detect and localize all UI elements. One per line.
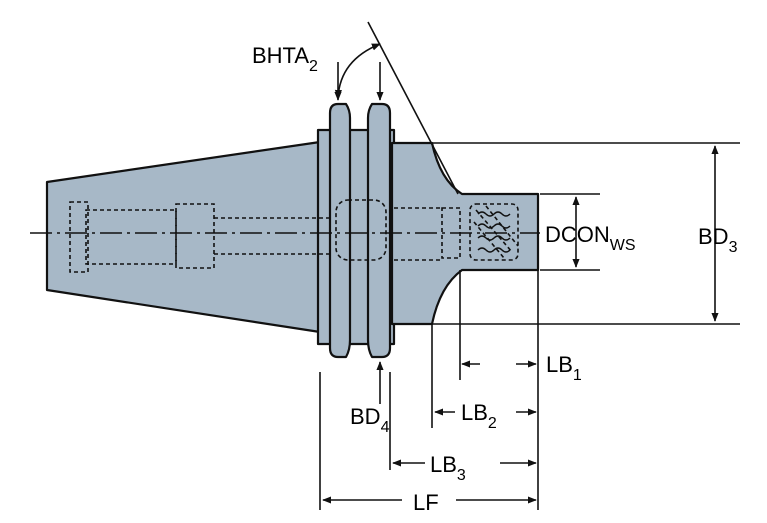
label-lb1: LB1 xyxy=(546,352,582,384)
label-bd3: BD3 xyxy=(698,224,738,256)
flange-rim-right xyxy=(366,102,392,359)
dimension-lines xyxy=(319,21,740,510)
tool-holder-body xyxy=(45,102,540,359)
label-bhta: BHTA2 xyxy=(252,43,318,75)
flange-rim-left xyxy=(328,102,352,359)
label-lf: LF xyxy=(413,490,439,515)
label-bd4: BD4 xyxy=(350,404,390,436)
bhta-arc xyxy=(334,43,381,99)
labels: BHTA2 DCONWS BD3 BD4 LB1 LB2 LB3 LF xyxy=(252,43,738,515)
label-dcon: DCONWS xyxy=(545,222,636,254)
label-lb2: LB2 xyxy=(461,400,497,432)
thread-hatch xyxy=(477,211,511,253)
label-lb3: LB3 xyxy=(430,452,466,484)
